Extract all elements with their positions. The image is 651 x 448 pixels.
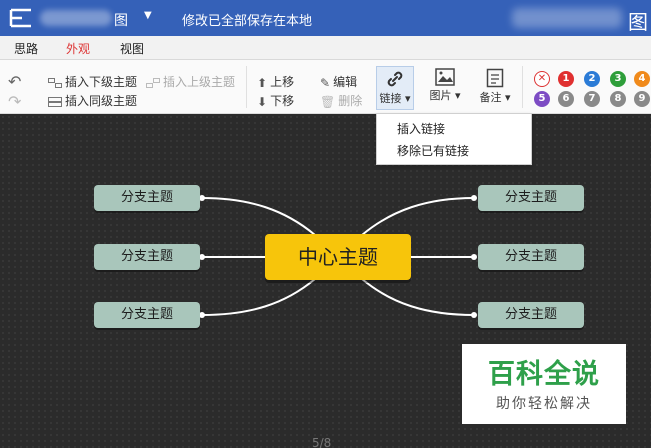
toolbar-divider (522, 66, 523, 108)
edit-button[interactable]: ✎编辑 (320, 73, 357, 90)
image-icon (435, 68, 455, 86)
insert-sibling-button[interactable]: 插入同级主题 (48, 92, 137, 109)
branch-topic-left-2[interactable]: 分支主题 (94, 244, 200, 270)
undo-icon[interactable]: ↶ (8, 72, 22, 91)
watermark-subtitle: 助你轻松解决 (496, 396, 592, 412)
tab-ideas[interactable]: 思路 (14, 42, 39, 56)
priority-6-badge[interactable]: 6 (558, 91, 574, 107)
insert-sibling-label: 插入同级主题 (65, 94, 138, 108)
branch-topic-left-3[interactable]: 分支主题 (94, 302, 200, 328)
title-bar: 图 ▼ 修改已全部保存在本地 图 (0, 0, 651, 36)
branch-topic-right-3[interactable]: 分支主题 (478, 302, 584, 328)
priority-2-badge[interactable]: 2 (584, 71, 600, 87)
note-button[interactable]: 备注 ▾ (474, 66, 516, 110)
move-down-label: 下移 (270, 94, 295, 108)
central-topic[interactable]: 中心主题 (265, 234, 411, 280)
delete-label: 删除 (338, 94, 363, 108)
file-name[interactable]: 图 (114, 13, 128, 29)
link-caret-icon: ▾ (401, 92, 411, 105)
note-icon (486, 68, 504, 88)
delete-button[interactable]: 🗑删除 (320, 92, 362, 109)
priority-5-badge[interactable]: 5 (534, 91, 550, 107)
insert-parent-label: 插入上级主题 (163, 75, 236, 89)
branch-topic-right-1[interactable]: 分支主题 (478, 185, 584, 211)
title-right-char: 图 (628, 10, 648, 34)
link-icon (387, 71, 403, 87)
priority-9-badge[interactable]: 9 (634, 91, 650, 107)
link-label: 链接 (379, 92, 402, 105)
menu-item-insert-link[interactable]: 插入链接 (397, 122, 446, 136)
move-down-button[interactable]: ⬇下移 (257, 92, 294, 109)
mindmap-canvas[interactable]: 分支主题 分支主题 分支主题 分支主题 分支主题 分支主题 中心主题 百科全说 … (0, 114, 651, 448)
move-up-button[interactable]: ⬆上移 (257, 73, 294, 90)
branch-topic-left-1[interactable]: 分支主题 (94, 185, 200, 211)
image-button[interactable]: 图片 ▾ (424, 66, 466, 110)
toolbar-divider (246, 66, 247, 108)
link-button[interactable]: 链接 ▾ (376, 66, 414, 110)
image-label: 图片 (429, 89, 452, 102)
priority-4-badge[interactable]: 4 (634, 71, 650, 87)
save-status: 修改已全部保存在本地 (182, 14, 313, 29)
edit-label: 编辑 (333, 75, 358, 89)
priority-3-badge[interactable]: 3 (610, 71, 626, 87)
redo-icon[interactable]: ↷ (8, 92, 22, 111)
menu-item-remove-link[interactable]: 移除已有链接 (397, 144, 470, 158)
image-caret-icon: ▾ (451, 89, 461, 102)
blurred-title-right (512, 8, 622, 28)
priority-1-badge[interactable]: 1 (558, 71, 574, 87)
arrow-down-icon: ⬇ (257, 94, 268, 109)
insert-sibling-icon (48, 96, 62, 107)
page-indicator: 5/8 (312, 436, 332, 448)
note-label: 备注 (479, 91, 502, 104)
tab-view[interactable]: 视图 (120, 42, 145, 56)
file-menu-caret-icon[interactable]: ▼ (144, 10, 152, 21)
insert-child-icon (48, 77, 62, 88)
link-dropdown-menu: 插入链接 移除已有链接 (376, 113, 532, 165)
insert-child-button[interactable]: 插入下级主题 (48, 73, 137, 90)
edit-icon: ✎ (320, 75, 331, 90)
app-logo-icon[interactable] (8, 7, 34, 29)
ribbon-tabs: 思路 外观 视图 (0, 36, 651, 60)
insert-child-label: 插入下级主题 (65, 75, 138, 89)
move-up-label: 上移 (270, 75, 295, 89)
priority-8-badge[interactable]: 8 (610, 91, 626, 107)
priority-7-badge[interactable]: 7 (584, 91, 600, 107)
trash-icon: 🗑 (320, 94, 336, 109)
insert-parent-icon (146, 77, 160, 88)
watermark: 百科全说 助你轻松解决 (462, 344, 626, 424)
mindmap-connectors (199, 195, 477, 318)
blurred-file-name (40, 10, 112, 26)
branch-topic-right-2[interactable]: 分支主题 (478, 244, 584, 270)
arrow-up-icon: ⬆ (257, 75, 268, 90)
watermark-title: 百科全说 (488, 359, 600, 390)
insert-parent-button[interactable]: 插入上级主题 (146, 73, 235, 90)
tab-appearance[interactable]: 外观 (66, 42, 91, 56)
remove-priority-icon[interactable]: ✕ (534, 71, 550, 87)
note-caret-icon: ▾ (501, 91, 511, 104)
toolbar: ↶ ↷ 插入下级主题 插入上级主题 插入同级主题 ⬆上移 ⬇下移 ✎编辑 🗑删除… (0, 60, 651, 114)
